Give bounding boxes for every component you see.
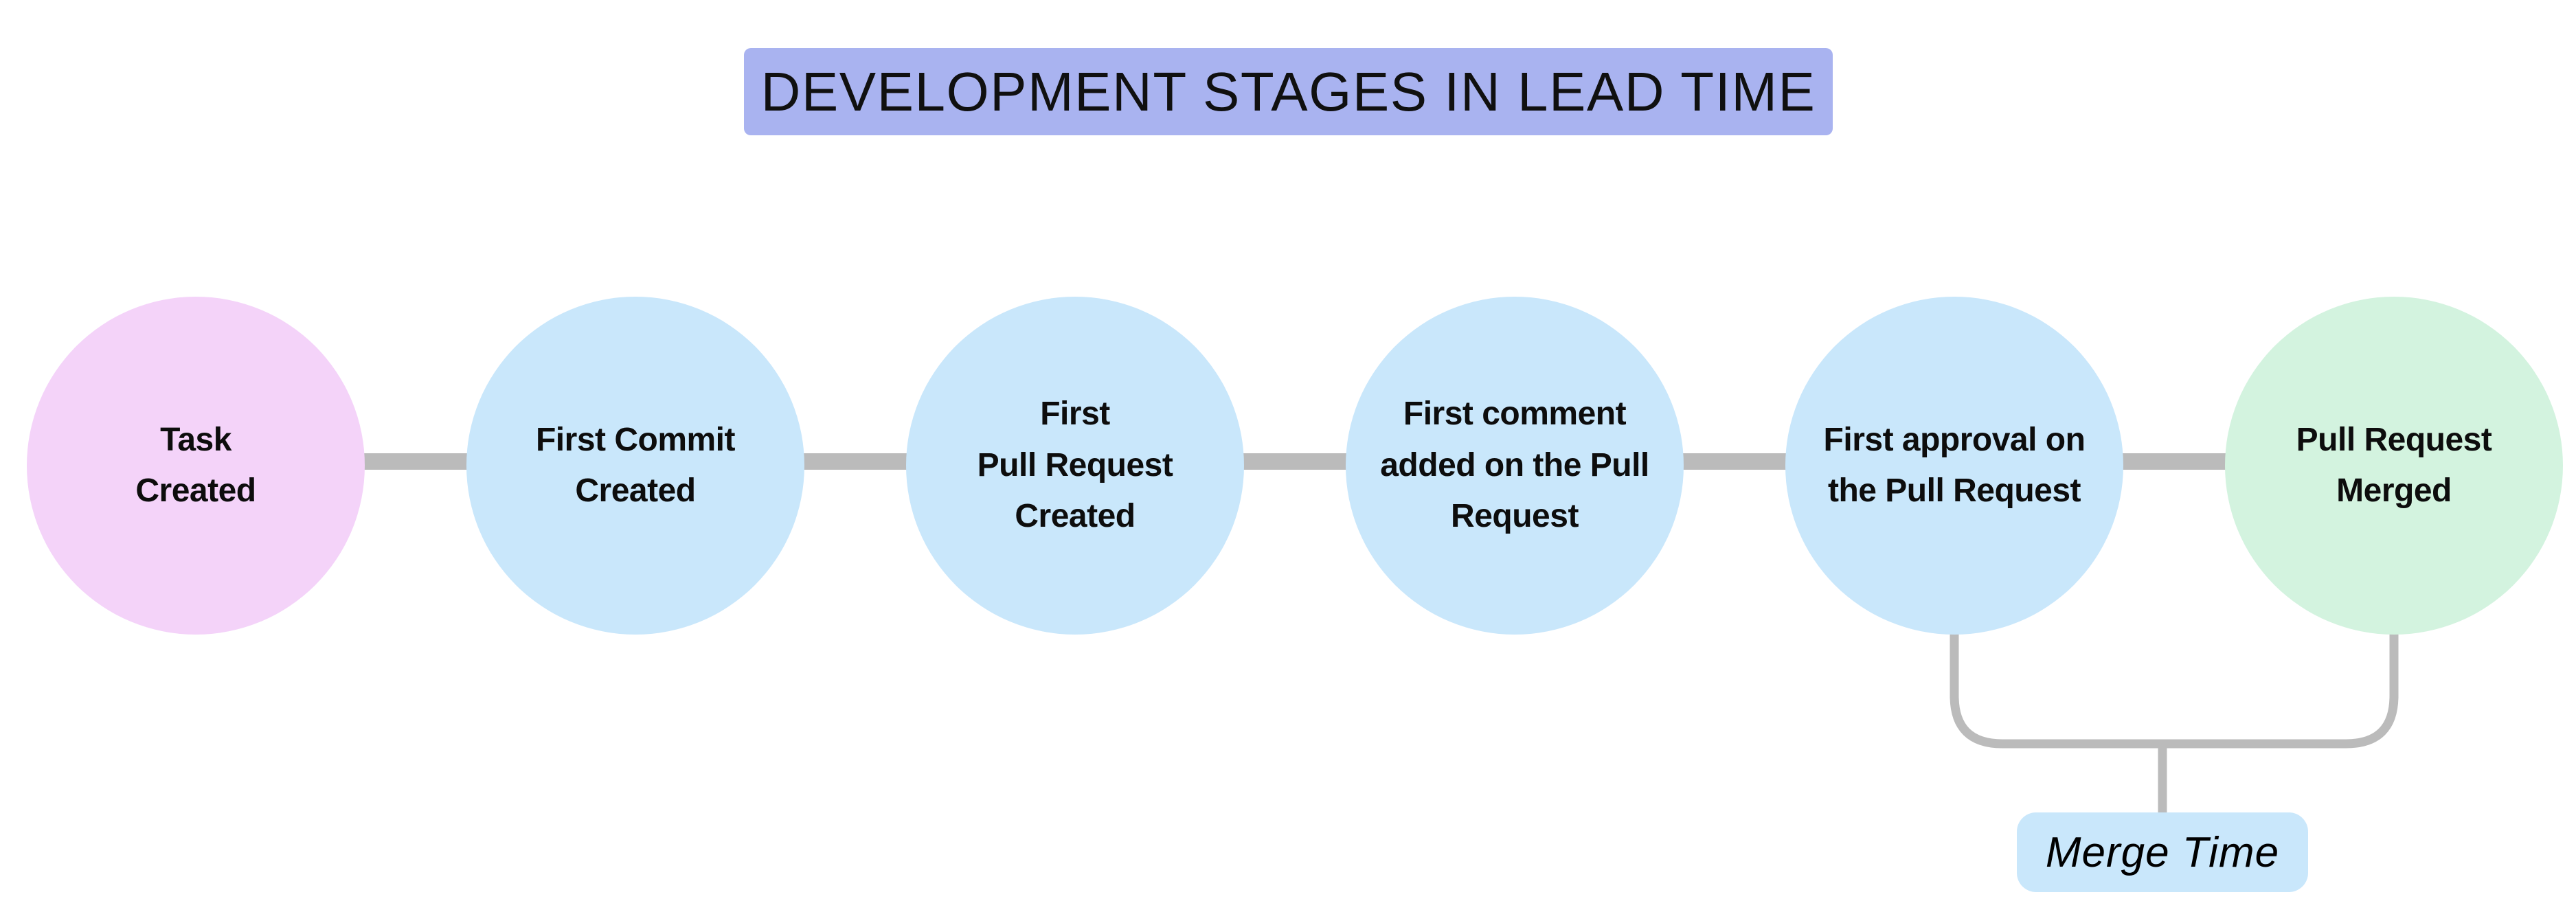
stage-label: First Pull Request Created xyxy=(977,396,1173,535)
stage-label: First Commit Created xyxy=(535,421,736,509)
page-title: DEVELOPMENT STAGES IN LEAD TIME xyxy=(744,48,1833,135)
stage-circle-pull-request-merged: Pull Request Merged xyxy=(2225,297,2563,635)
stage-circle-first-pull-request-created: First Pull Request Created xyxy=(906,297,1244,635)
stage-circle-first-approval: First approval on the Pull Request xyxy=(1785,297,2123,635)
stage-circle-task-created: Task Created xyxy=(27,297,365,635)
stage-label: First comment added on the Pull Request xyxy=(1380,396,1649,535)
bracket-path xyxy=(1950,622,2399,749)
stage-label: Task Created xyxy=(135,421,256,509)
stage-circle-first-commit-created: First Commit Created xyxy=(466,297,804,635)
stage-label: First approval on the Pull Request xyxy=(1823,421,2086,509)
stage-circle-first-comment-added: First comment added on the Pull Request xyxy=(1346,297,1684,635)
merge-time-label: Merge Time xyxy=(2017,812,2308,892)
stage-label: Pull Request Merged xyxy=(2296,421,2492,509)
